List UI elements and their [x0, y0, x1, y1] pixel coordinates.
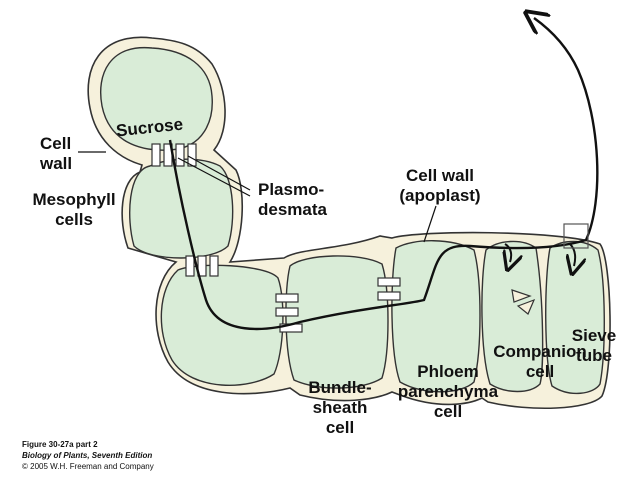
apoplast-highlight-box	[563, 223, 589, 249]
plasmodesmata	[151, 143, 401, 333]
companion-label-line2: cell	[525, 362, 555, 381]
sieve-tube-label-line2: tube	[576, 346, 612, 365]
copyright: © 2005 W.H. Freeman and Company	[22, 462, 154, 471]
bundle-sheath-cell	[285, 255, 389, 389]
leader-lines	[78, 151, 437, 243]
phloem-label-line1: Phloem	[417, 362, 479, 381]
phloem-parenchyma-cell	[391, 240, 481, 393]
phloem-label-line2: parenchyma	[397, 382, 499, 401]
sieve-plate	[511, 289, 536, 315]
apoplast-label-line2: (apoplast)	[399, 186, 481, 205]
arrow-to-sieve-tube	[570, 243, 575, 266]
mesophyll-label-line2: cells	[55, 210, 93, 229]
companion-cell	[481, 240, 544, 393]
arrow-to-companion-cell	[505, 243, 511, 262]
cytoplasm	[100, 47, 605, 394]
cell-wall-label-line2: wall	[40, 154, 73, 173]
plasmodesmata-label-line2: desmata	[258, 200, 327, 219]
plasmodesmata-label-line1: Plasmo-	[258, 180, 325, 199]
companion-label-line1: Companion	[493, 342, 587, 361]
sucrose-path	[168, 18, 599, 331]
mesophyll-cell-middle	[129, 158, 234, 259]
bundle-sheath-label-line1: Bundle-	[308, 378, 372, 397]
mesophyll-cell-bottom	[160, 264, 284, 386]
phloem-label-line3: cell	[433, 402, 463, 421]
bundle-sheath-label-line3: cell	[325, 418, 355, 437]
sieve-tube-label-line1: Sieve	[571, 326, 617, 345]
mesophyll-label-line1: Mesophyll	[32, 190, 116, 209]
sieve-tube-cell	[545, 240, 605, 394]
apoplast-label-line1: Cell wall	[405, 166, 475, 185]
bundle-sheath-label-line2: sheath	[312, 398, 368, 417]
cell-wall-label-line1: Cell	[40, 134, 72, 153]
book-title: Biology of Plants, Seventh Edition	[22, 451, 153, 460]
figure-number: Figure 30-27a part 2	[22, 440, 98, 449]
